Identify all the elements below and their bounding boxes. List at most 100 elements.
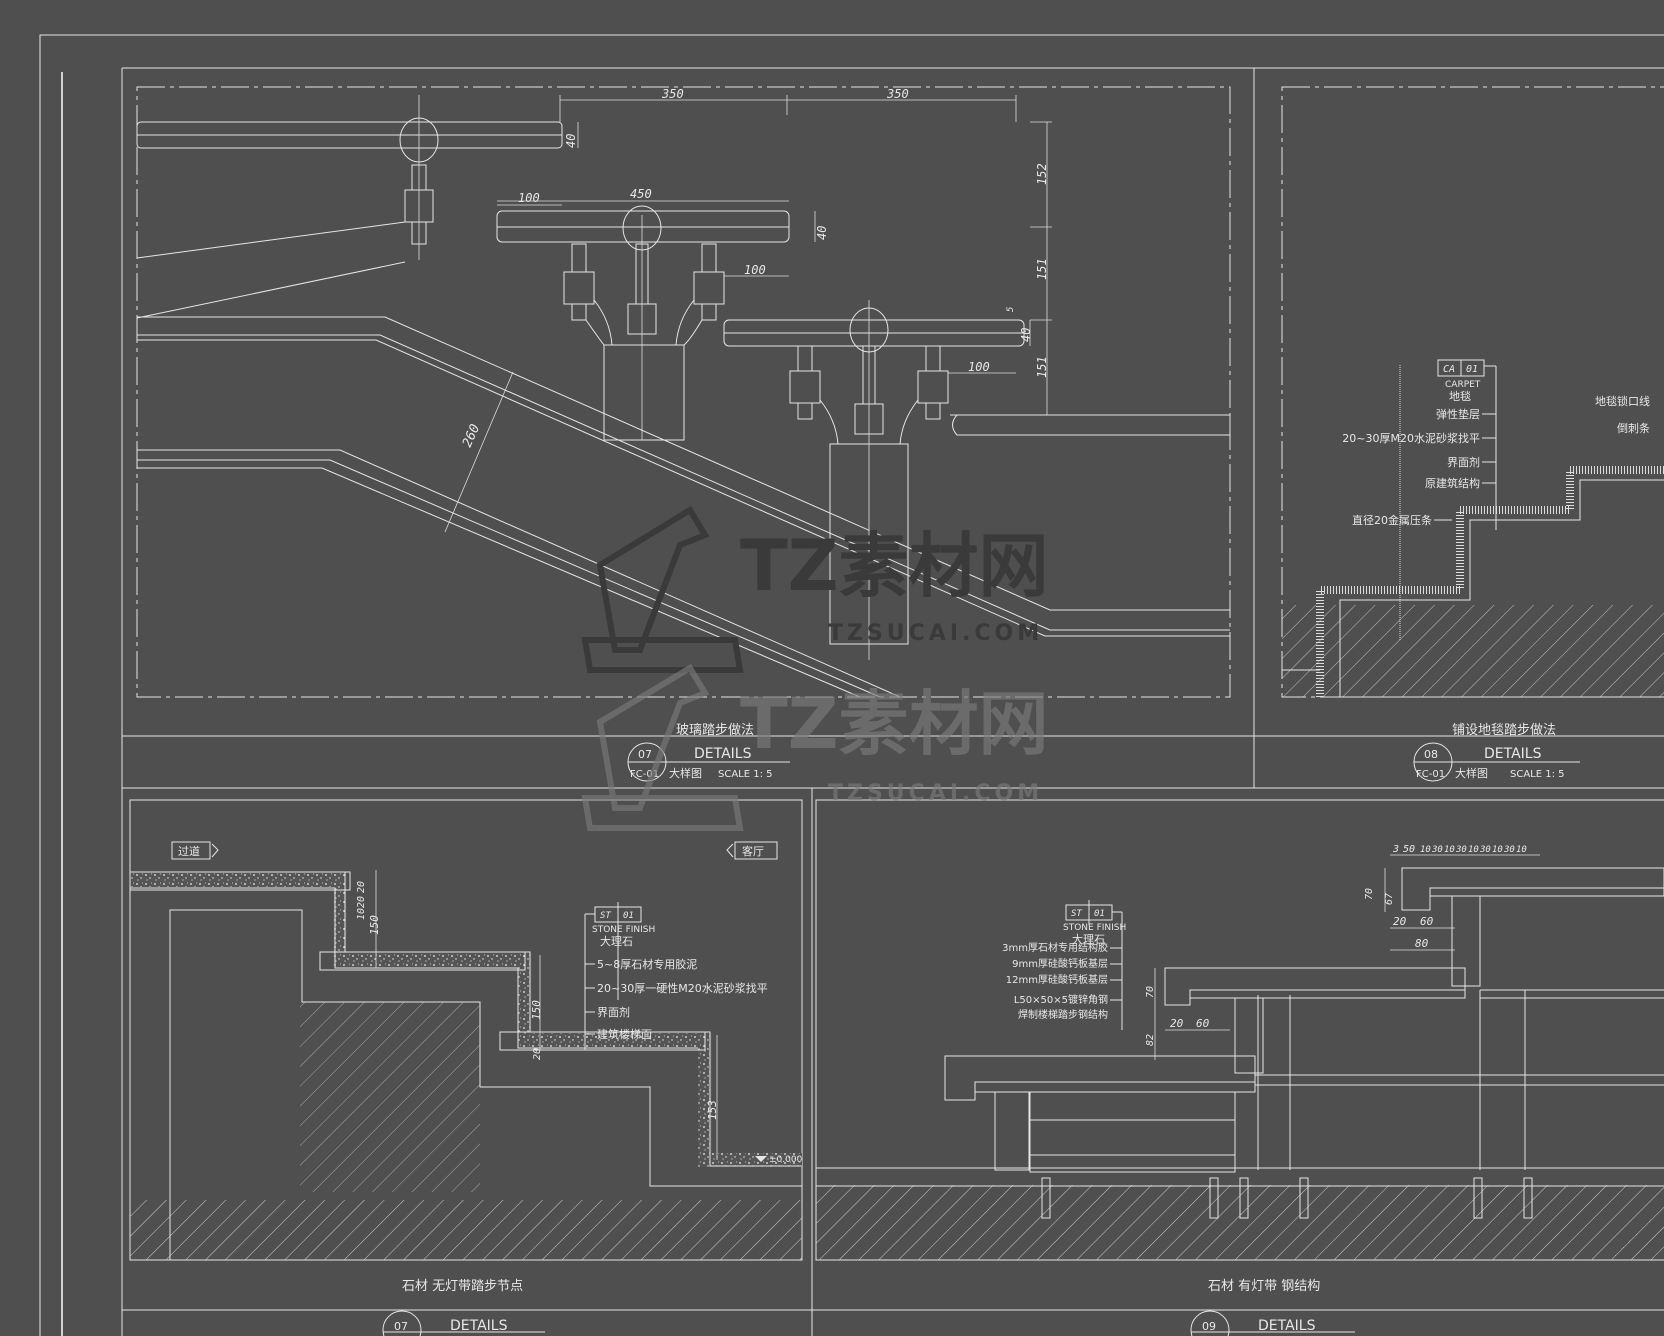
label-living-room: 客厅 [726, 841, 778, 860]
detail-scale: SCALE 1: 5 [718, 769, 773, 780]
tag-num: 01 [1466, 364, 1478, 375]
detail-label-08: 08 FC-01 DETAILS 大样图 SCALE 1: 5 [1413, 742, 1580, 782]
detail-label-07: 07 FC-01 DETAILS 大样图 SCALE 1: 5 [627, 742, 790, 782]
label-corridor: 过道 [171, 841, 219, 860]
dim: 20 [356, 881, 367, 893]
note: 20~30厚M20水泥砂浆找平 [1342, 431, 1480, 445]
tag-name-cn: 大理石 [1072, 932, 1105, 946]
note: 9mm厚硅酸钙板基层 [1012, 957, 1108, 970]
tag-stone-09: ST 01 STONE FINISH 大理石 [1063, 900, 1126, 946]
dim-450: 450 [630, 187, 652, 201]
watermark-url: TZSUCAI.COM [828, 621, 1043, 646]
tag-name-en: STONE FINISH [1063, 923, 1126, 933]
dim-260: 260 [460, 422, 483, 450]
level-mark: ±0.000 [769, 1155, 803, 1165]
note: 界面剂 [597, 1005, 630, 1019]
notes-steel: 3mm厚石材专用结构胶 9mm厚硅酸钙板基层 12mm厚硅酸钙板基层 L50×5… [1002, 941, 1122, 1021]
dim-40-c: 40 [1019, 328, 1033, 342]
note: 建筑楼梯面 [597, 1027, 652, 1041]
note: 界面剂 [1447, 455, 1480, 469]
detail-label-09: 09 DETAILS [1190, 1310, 1355, 1336]
notes-stone: 5~8厚石材专用胶泥 20~30厚一硬性M20水泥砂浆找平 界面剂 建筑楼梯面 [585, 957, 768, 1041]
note: 3mm厚石材专用结构胶 [1002, 941, 1108, 954]
dim: 30 [1503, 845, 1515, 855]
dim: 70 [1145, 986, 1156, 998]
dim-chain-top: 3 50 10 30 10 30 10 30 10 30 10 [1392, 844, 1527, 855]
detail-number: 08 [1424, 748, 1438, 761]
note: 20~30厚一硬性M20水泥砂浆找平 [597, 981, 768, 995]
tag-code: CA [1443, 364, 1455, 375]
dim: 60 [1196, 1017, 1210, 1030]
dim: 30 [1431, 845, 1443, 855]
note: L50×50×5镀锌角钢 [1014, 993, 1108, 1006]
detail-subtitle: 大样图 [1455, 766, 1488, 780]
detail-number: 07 [394, 1320, 408, 1333]
tag-num: 01 [623, 911, 634, 921]
detail-label-07-bottom: 07 DETAILS [382, 1310, 545, 1336]
dim-40-a: 40 [564, 134, 578, 148]
dim-100-c: 100 [968, 360, 990, 374]
watermark: TZ素材网 TZSUCAI.COM TZ素材网 TZSUCAI.COM [581, 505, 1049, 831]
caption-stone-step: 石材 无灯带踏步节点 [402, 1279, 523, 1294]
dim: 10 [1468, 845, 1479, 855]
side-note: 直径20金属压条 [1352, 513, 1432, 527]
caption-steel-step: 石材 有灯带 钢结构 [1208, 1279, 1320, 1294]
dim-5: 5 [1006, 307, 1016, 312]
detail-number: 07 [638, 748, 652, 761]
sheet-frame [39, 34, 1664, 1336]
dim: 10 [1444, 845, 1455, 855]
dim-151-b: 151 [1035, 356, 1049, 378]
dim: 82 [1145, 1034, 1156, 1046]
watermark-url-2: TZSUCAI.COM [828, 781, 1043, 806]
detail-scale: SCALE 1: 5 [1510, 769, 1565, 780]
detail-sheet: FC-01 [630, 769, 659, 780]
watermark-brand-2: TZ素材网 [740, 683, 1049, 765]
dim: 80 [1415, 937, 1429, 950]
panel-glass-step: 260 350 350 40 152 151 151 100 100 100 4… [136, 86, 1231, 782]
dim: 60 [1420, 915, 1434, 928]
dim: 10 [1516, 845, 1527, 855]
note: 焊制楼梯踏步钢结构 [1018, 1008, 1108, 1021]
panel-carpet-step: CA 01 CARPET 地毯 弹性垫层 20~30厚M20水泥砂浆找平 界面剂… [1281, 86, 1664, 782]
dim: 20 [1393, 915, 1407, 928]
dim: 20 [532, 1048, 543, 1060]
tag-code: ST [1071, 909, 1082, 919]
caption-glass-step: 玻璃踏步做法 [676, 723, 754, 738]
dim: 10 [356, 908, 367, 920]
dim: 150 [530, 1000, 543, 1020]
side-note: 倒刺条 [1617, 421, 1650, 435]
dim-40-b: 40 [815, 226, 829, 240]
dim: 153 [706, 1100, 719, 1120]
panel-steel-step: ST 01 STONE FINISH 大理石 3mm厚石材专用结构胶 9mm厚硅… [815, 799, 1664, 1336]
tag-name-en: STONE FINISH [592, 925, 655, 935]
note: 原建筑结构 [1425, 476, 1480, 490]
detail-title: DETAILS [1258, 1318, 1316, 1334]
dim: 20 [1170, 1017, 1184, 1030]
tag-carpet: CA 01 CARPET 地毯 [1437, 359, 1485, 403]
dim: 30 [1455, 845, 1467, 855]
dim-152: 152 [1035, 163, 1049, 185]
caption-carpet-step: 铺设地毯踏步做法 [1452, 723, 1556, 738]
tag-name-cn: 地毯 [1449, 389, 1471, 403]
watermark-brand: TZ素材网 [740, 525, 1049, 607]
tag-num: 01 [1094, 909, 1105, 919]
detail-title: DETAILS [694, 746, 752, 762]
dim-350-b: 350 [886, 87, 909, 101]
dim: 150 [368, 915, 381, 935]
dim: 10 [1420, 845, 1431, 855]
dim: 10 [1492, 845, 1503, 855]
dim: 67 [1384, 893, 1395, 905]
dim-151-a: 151 [1035, 258, 1049, 280]
side-note: 地毯锁口线 [1595, 394, 1650, 408]
tag-name-cn: 大理石 [600, 934, 633, 948]
dim: 20 [356, 896, 367, 908]
detail-title: DETAILS [450, 1318, 508, 1334]
tag-code: ST [600, 911, 611, 921]
detail-number: 09 [1202, 1320, 1216, 1333]
tag-name-en: CARPET [1445, 380, 1481, 390]
label-left: 过道 [178, 844, 200, 858]
tag-stone: ST 01 STONE FINISH 大理石 [592, 902, 655, 1000]
dim-100-b: 100 [744, 263, 766, 277]
detail-title: DETAILS [1484, 746, 1542, 762]
